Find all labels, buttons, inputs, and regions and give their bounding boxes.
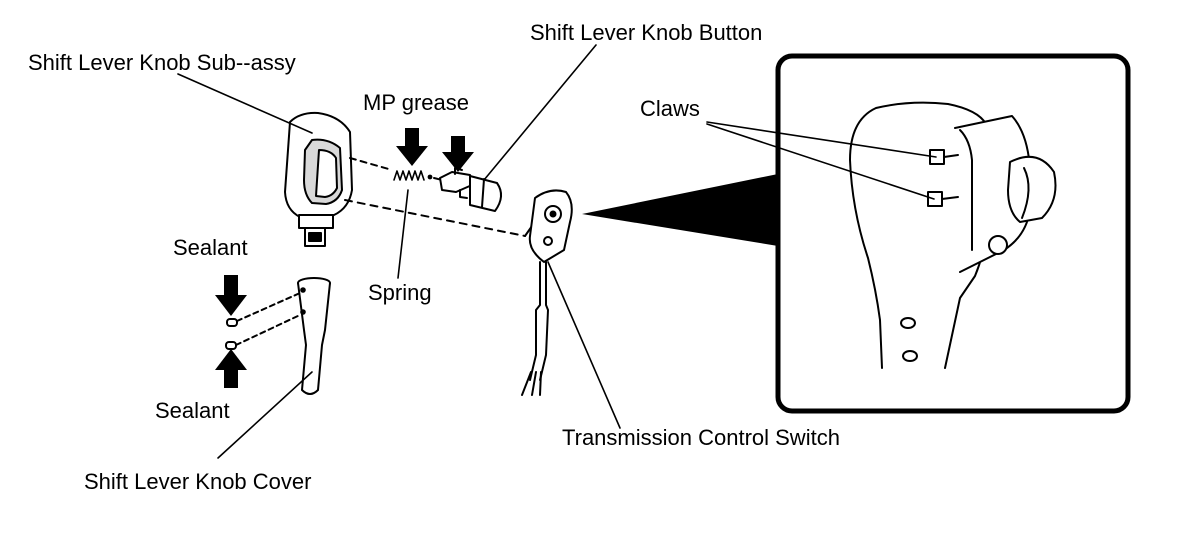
label-sealant-bottom: Sealant [155, 398, 230, 423]
shift-lever-knob-subassy [284, 111, 353, 247]
shift-lever-knob-cover [297, 277, 331, 395]
label-knob-button: Shift Lever Knob Button [530, 20, 763, 45]
label-knob-subassy: Shift Lever Knob Sub--assy [28, 50, 296, 75]
label-sealant-top: Sealant [173, 235, 248, 260]
grease-arrow-right [442, 136, 474, 172]
label-knob-cover: Shift Lever Knob Cover [84, 469, 312, 494]
screw-upper [226, 318, 238, 327]
claw-upper [929, 149, 959, 165]
label-mp-grease: MP grease [363, 90, 469, 115]
leader-lines [177, 44, 937, 459]
claw-lower [927, 191, 959, 207]
sealant-arrow-down [215, 275, 247, 316]
spring [393, 170, 433, 181]
detail-knob [849, 101, 1057, 369]
shift-lever-knob-button [439, 167, 502, 212]
detail-pointer [582, 174, 778, 246]
grease-arrow-left [396, 128, 428, 166]
transmission-control-switch [521, 189, 573, 396]
label-claws: Claws [640, 96, 700, 121]
sealant-arrow-up [215, 349, 247, 388]
label-spring: Spring [368, 280, 432, 305]
label-transmission-switch: Transmission Control Switch [562, 425, 840, 450]
screw-lower [225, 341, 237, 350]
